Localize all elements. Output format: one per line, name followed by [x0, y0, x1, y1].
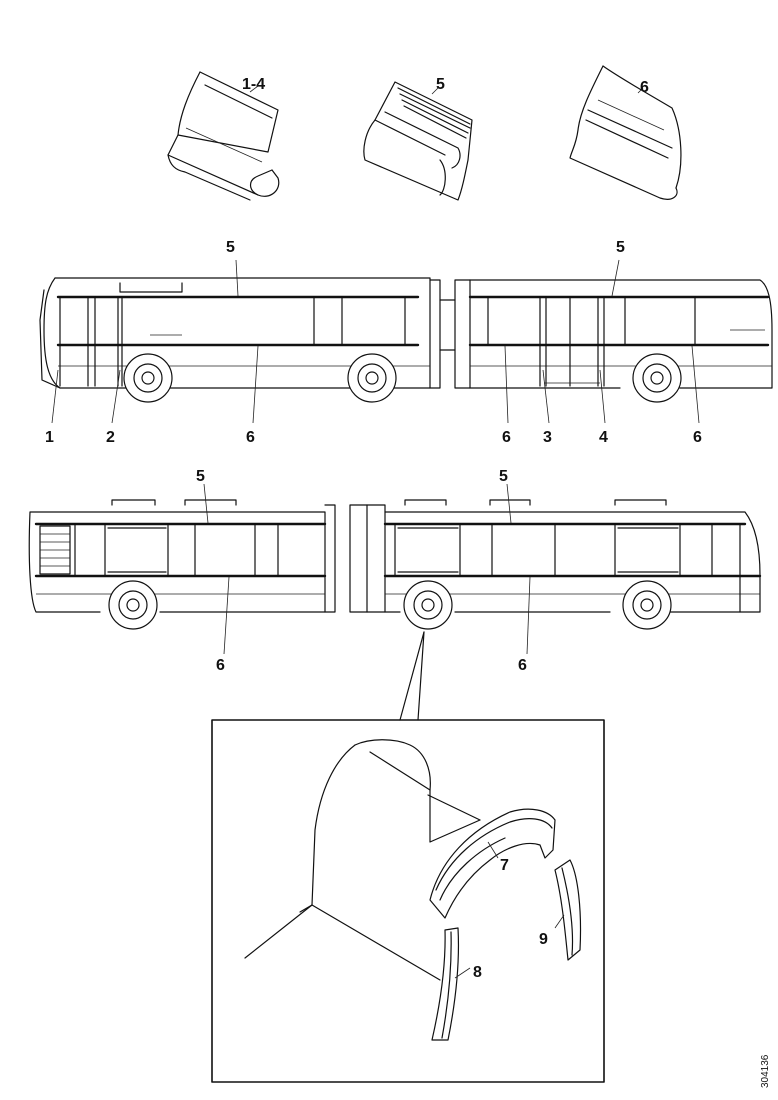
profile-6-drawing: [569, 65, 682, 200]
bus-right-callout-6b: 6: [502, 429, 511, 446]
bus-left-callout-5b: 5: [499, 468, 508, 485]
detail-callout-9: 9: [539, 931, 548, 948]
bus-right-callout-2: 2: [106, 429, 115, 446]
bus-right-callout-1: 1: [45, 429, 54, 446]
profile-6-label: 6: [640, 79, 649, 96]
bus-left-callout-5a: 5: [196, 468, 205, 485]
profile-1-4-label: 1-4: [242, 76, 265, 93]
profile-5-drawing: [363, 81, 473, 201]
profile-5-label: 5: [436, 76, 445, 93]
wheel-arch-detail-drawing: [244, 739, 582, 1041]
bus-left-side-drawing: [28, 483, 762, 721]
bus-left-callout-6a: 6: [216, 657, 225, 674]
bus-right-callout-3: 3: [543, 429, 552, 446]
detail-callout-8: 8: [473, 964, 482, 981]
detail-callout-7: 7: [500, 857, 509, 874]
bus-right-callout-6c: 6: [693, 429, 702, 446]
profile-1-4-drawing: [167, 71, 280, 201]
bus-left-callout-6b: 6: [518, 657, 527, 674]
bus-right-callout-4: 4: [599, 429, 608, 446]
bus-right-callout-6a: 6: [246, 429, 255, 446]
bus-right-callout-5a: 5: [226, 239, 235, 256]
detail-frame: [211, 719, 605, 1083]
bus-right-callout-5b: 5: [616, 239, 625, 256]
document-id: 304136: [760, 1054, 771, 1088]
bus-right-side-drawing: [39, 259, 773, 424]
